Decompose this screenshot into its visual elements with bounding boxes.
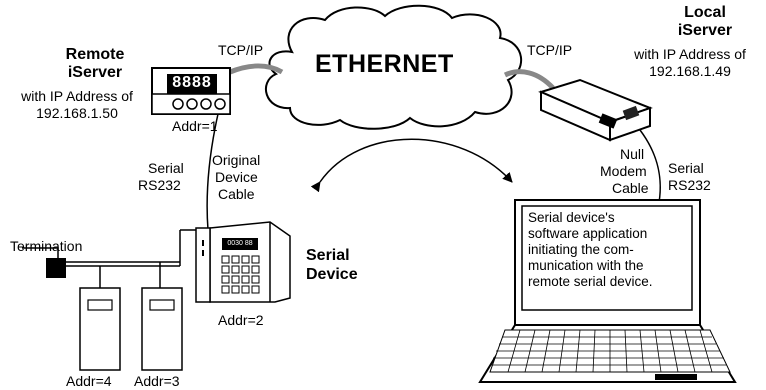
screen-line: munication with the bbox=[528, 258, 644, 273]
ethernet-label: ETHERNET bbox=[315, 50, 454, 78]
remote-iserver-ip: 192.168.1.50 bbox=[36, 105, 118, 121]
communication-arrow bbox=[310, 138, 513, 193]
serial-device-title-1: Serial bbox=[306, 247, 350, 264]
local-tcpip-label: TCP/IP bbox=[527, 42, 573, 58]
screen-line: initiating the com- bbox=[528, 242, 634, 257]
rs485-bus bbox=[22, 229, 210, 288]
remote-iserver-device bbox=[151, 67, 231, 115]
laptop bbox=[478, 199, 737, 383]
serial-device-display: 0030 88 bbox=[227, 240, 253, 247]
screen-line: software application bbox=[528, 226, 648, 241]
original-device-cable bbox=[206, 113, 219, 231]
local-serial-label-1: Serial bbox=[668, 160, 704, 176]
remote-tcp-link bbox=[229, 63, 284, 75]
serial-device-title-2: Device bbox=[306, 266, 358, 283]
remote-device-display: 8888 bbox=[172, 74, 212, 91]
laptop-screen-text: Serial device's software application ini… bbox=[528, 210, 686, 304]
serial-device-addr: Addr=2 bbox=[218, 312, 264, 328]
null-modem-label-1: Null bbox=[620, 146, 645, 162]
termination-block bbox=[46, 258, 66, 278]
addr4-label: Addr=4 bbox=[66, 373, 112, 389]
serial-device-panel bbox=[195, 221, 291, 303]
bus-device-3 bbox=[141, 287, 183, 371]
local-iserver-title-1: Local bbox=[684, 4, 726, 21]
bus-device-4 bbox=[79, 287, 121, 371]
local-iserver-ip: 192.168.1.49 bbox=[649, 63, 731, 79]
null-modem-cable bbox=[639, 129, 662, 209]
remote-tcpip-label: TCP/IP bbox=[218, 42, 264, 58]
null-modem-label-3: Cable bbox=[612, 180, 649, 196]
local-iserver-title-2: iServer bbox=[677, 22, 733, 39]
remote-iserver-desc-1: with IP Address of bbox=[21, 88, 133, 104]
addr3-label: Addr=3 bbox=[134, 373, 180, 389]
remote-serial-label-2: RS232 bbox=[138, 177, 181, 193]
termination-label: Termination bbox=[10, 238, 83, 254]
local-iserver-device bbox=[538, 78, 653, 142]
remote-iserver-title-1: Remote bbox=[65, 46, 125, 63]
null-modem-label-2: Modem bbox=[600, 163, 647, 179]
local-tcp-link bbox=[503, 69, 555, 90]
cable-label-2: Device bbox=[215, 169, 258, 185]
cable-label-3: Cable bbox=[218, 186, 255, 202]
remote-addr-label: Addr=1 bbox=[172, 118, 218, 134]
local-iserver-desc-1: with IP Address of bbox=[634, 46, 746, 62]
cable-label-1: Original bbox=[212, 152, 261, 168]
screen-line: remote serial device. bbox=[528, 274, 653, 289]
remote-serial-label-1: Serial bbox=[148, 160, 184, 176]
ethernet-cloud bbox=[265, 4, 523, 130]
screen-line: Serial device's bbox=[528, 210, 615, 225]
remote-iserver-title-2: iServer bbox=[67, 64, 123, 81]
local-serial-label-2: RS232 bbox=[668, 177, 711, 193]
